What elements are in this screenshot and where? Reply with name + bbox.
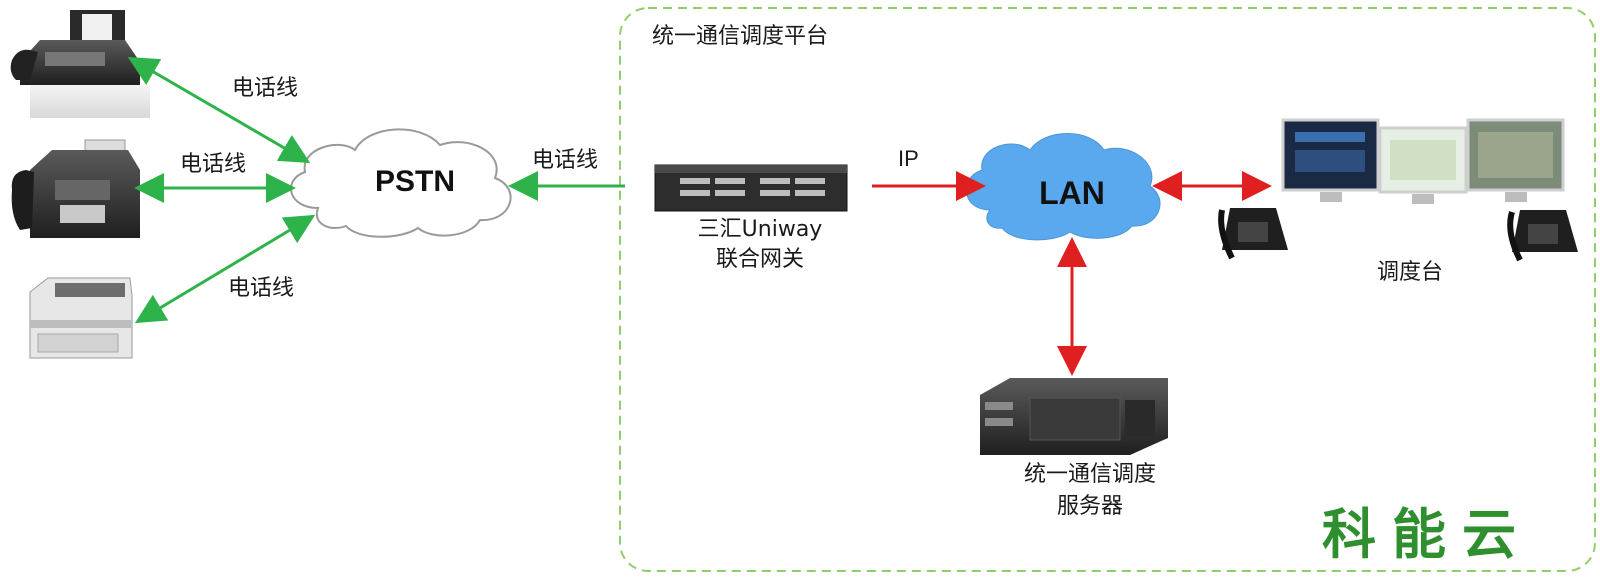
fax1-pstn-line — [127, 56, 311, 164]
monitor-icon — [1466, 118, 1565, 202]
lan-cloud — [965, 133, 1161, 241]
pstn-label: PSTN — [374, 165, 455, 198]
printer-icon — [29, 277, 133, 359]
link-label-fax2: 电话线 — [180, 152, 247, 177]
monitor-icon — [1378, 126, 1468, 204]
gateway-label-line2: 联合网关 — [715, 247, 804, 272]
fax-machine-icon — [11, 139, 140, 238]
lan-label: LAN — [1039, 175, 1105, 211]
server-icon — [980, 378, 1168, 455]
console-label: 调度台 — [1376, 260, 1443, 285]
gateway-label-line1: 三汇Uniway — [697, 217, 823, 242]
fax-machine-icon — [10, 10, 150, 118]
server-label-line1: 统一通信调度 — [1023, 462, 1156, 487]
desk-phone-icon — [1507, 210, 1578, 262]
platform-border — [619, 7, 1596, 572]
link-label-ip: IP — [898, 146, 919, 171]
platform-title: 统一通信调度平台 — [652, 24, 829, 49]
link-label-fax3: 电话线 — [228, 276, 295, 301]
brand-logo-text: 科能云 — [1322, 503, 1532, 566]
link-label-fax1: 电话线 — [232, 76, 299, 101]
monitor-icon — [1281, 118, 1380, 202]
server-label-line2: 服务器 — [1056, 494, 1123, 519]
gateway-device-icon — [654, 164, 848, 212]
link-label-gateway: 电话线 — [532, 148, 599, 173]
fax3-pstn-line — [134, 214, 316, 324]
desk-phone-icon — [1218, 208, 1288, 260]
